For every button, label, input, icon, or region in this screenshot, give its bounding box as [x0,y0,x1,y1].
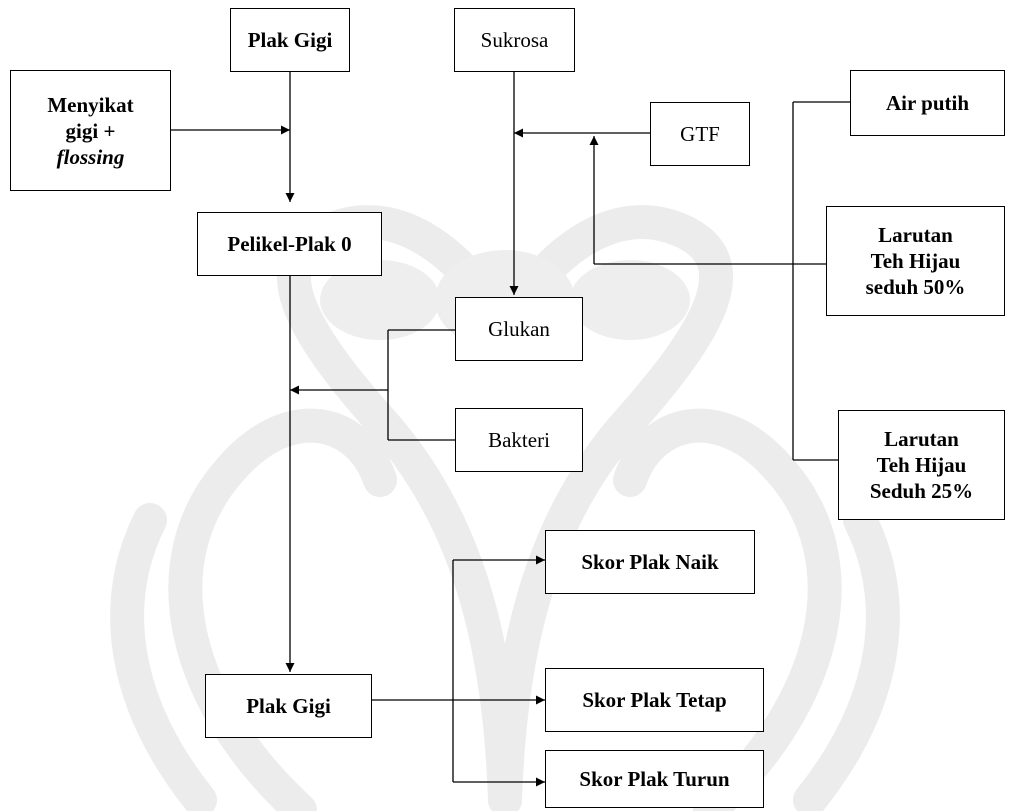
air-putih-box: Air putih [850,70,1005,136]
pelikel-plak-box: Pelikel-Plak 0 [197,212,382,276]
larutan-25-line2: Teh Hijau [876,453,967,477]
glukan-label: Glukan [488,317,550,341]
skor-plak-tetap-label: Skor Plak Tetap [582,688,727,712]
plak-gigi-top-box: Plak Gigi [230,8,350,72]
plak-gigi-top-label: Plak Gigi [247,28,333,52]
larutan-25-box: Larutan Teh Hijau Seduh 25% [838,410,1005,520]
menyikat-line1: Menyikat [47,92,134,117]
air-putih-label: Air putih [885,91,970,115]
bakteri-box: Bakteri [455,408,583,472]
larutan-25-line3: Seduh 25% [869,479,974,503]
larutan-50-line3: seduh 50% [865,275,966,299]
skor-plak-naik-label: Skor Plak Naik [581,550,719,574]
larutan-25-line1: Larutan [884,427,959,451]
plak-gigi-bottom-label: Plak Gigi [246,694,331,718]
sukrosa-box: Sukrosa [454,8,575,72]
skor-plak-turun-label: Skor Plak Turun [579,767,730,791]
skor-plak-turun-box: Skor Plak Turun [545,750,764,808]
menyikat-line3: flossing [56,144,125,169]
larutan-50-box: Larutan Teh Hijau seduh 50% [826,206,1005,316]
gtf-box: GTF [650,102,750,166]
menyikat-line2: gigi + [65,118,116,143]
larutan-50-line1: Larutan [878,223,953,247]
menyikat-box: Menyikat gigi + flossing [10,70,171,191]
glukan-box: Glukan [455,297,583,361]
sukrosa-label: Sukrosa [480,28,549,52]
gtf-label: GTF [680,122,720,146]
skor-plak-naik-box: Skor Plak Naik [545,530,755,594]
bakteri-label: Bakteri [488,428,550,452]
plak-gigi-bottom-box: Plak Gigi [205,674,372,738]
larutan-50-line2: Teh Hijau [870,249,961,273]
skor-plak-tetap-box: Skor Plak Tetap [545,668,764,732]
pelikel-plak-label: Pelikel-Plak 0 [227,232,352,256]
